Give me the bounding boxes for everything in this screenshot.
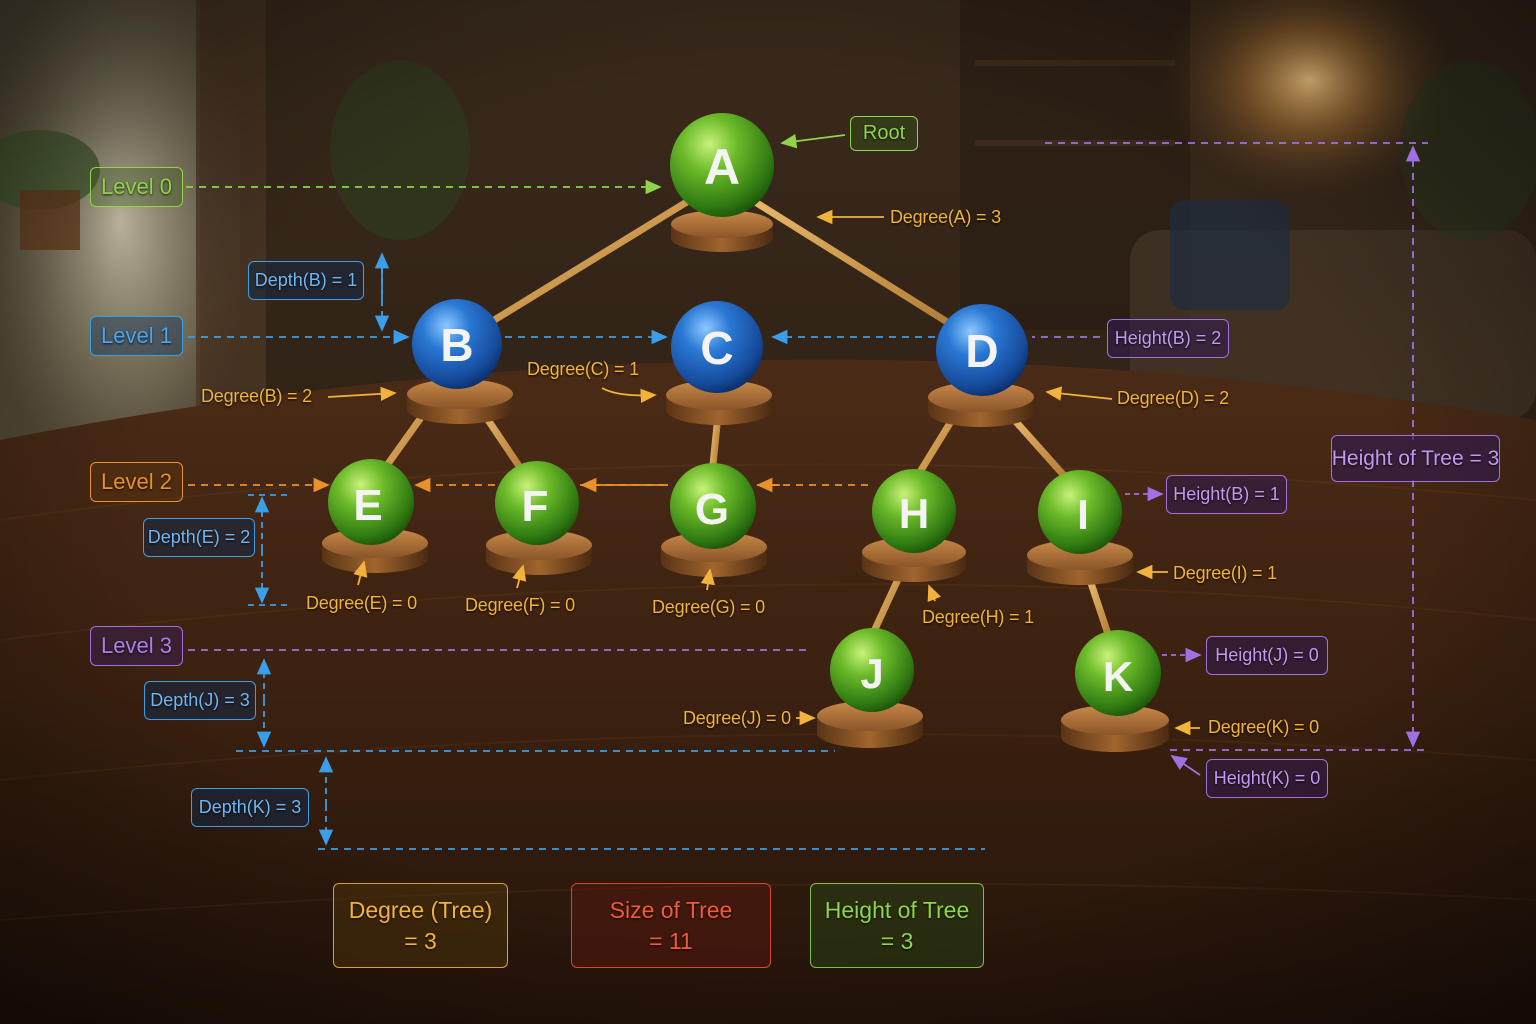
level-3-label: Level 3 — [90, 626, 183, 666]
size-tree-value: = 11 — [649, 927, 693, 954]
root-label: Root — [850, 116, 918, 151]
degree-d-label: Degree(D) = 2 — [1117, 388, 1229, 408]
degree-tree-summary: Degree (Tree) = 3 — [333, 883, 508, 968]
height-k-label: Height(K) = 0 — [1206, 759, 1328, 798]
degree-i-label: Degree(I) = 1 — [1173, 563, 1277, 583]
height-of-tree-label: Height of Tree = 3 — [1331, 435, 1500, 482]
depth-j-label: Depth(J) = 3 — [144, 681, 256, 720]
degree-b-label: Degree(B) = 2 — [201, 386, 312, 406]
degree-tree-value: = 3 — [404, 927, 437, 954]
level-2-label: Level 2 — [90, 462, 183, 502]
level-1-label: Level 1 — [90, 316, 183, 356]
degree-a-label: Degree(A) = 3 — [890, 207, 1001, 227]
level-0-label: Level 0 — [90, 167, 183, 207]
size-tree-summary: Size of Tree = 11 — [571, 883, 771, 968]
degree-f-label: Degree(F) = 0 — [465, 595, 575, 615]
degree-c-label: Degree(C) = 1 — [527, 359, 639, 379]
degree-j-label: Degree(J) = 0 — [683, 708, 791, 728]
height-b-level2-label: Height(B) = 1 — [1166, 475, 1287, 514]
height-j-label: Height(J) = 0 — [1206, 636, 1328, 675]
height-tree-value: = 3 — [880, 927, 914, 954]
degree-g-label: Degree(G) = 0 — [652, 597, 765, 617]
depth-e-label: Depth(E) = 2 — [143, 518, 255, 557]
depth-k-label: Depth(K) = 3 — [191, 788, 309, 827]
height-tree-summary: Height of Tree = 3 — [810, 883, 984, 968]
size-tree-title: Size of Tree — [609, 896, 733, 923]
degree-e-label: Degree(E) = 0 — [306, 593, 417, 613]
degree-h-label: Degree(H) = 1 — [922, 607, 1034, 627]
degree-tree-title: Degree (Tree) — [348, 896, 493, 923]
height-b-label: Height(B) = 2 — [1107, 319, 1229, 358]
degree-k-label: Degree(K) = 0 — [1208, 717, 1319, 737]
height-tree-title: Height of Tree — [824, 896, 970, 923]
depth-b-label: Depth(B) = 1 — [248, 261, 364, 300]
